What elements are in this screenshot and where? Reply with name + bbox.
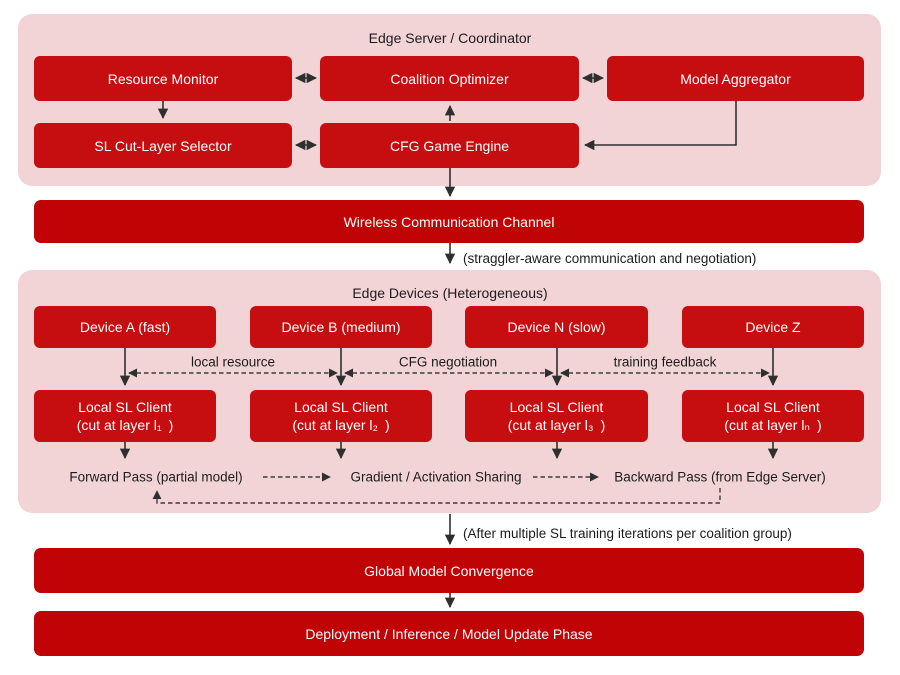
link-label-local-resource: local resource — [190, 354, 276, 370]
edge-server-title: Edge Server / Coordinator — [368, 30, 532, 46]
node-device-b: Device B (medium) — [250, 306, 432, 348]
sl-client-1-line2: (cut at layer l₁ ) — [76, 417, 174, 433]
iteration-note: (After multiple SL training iterations p… — [463, 526, 792, 541]
node-model-aggregator: Model Aggregator — [607, 56, 864, 101]
link-label-training-feedback: training feedback — [613, 354, 717, 370]
node-device-z: Device Z — [682, 306, 864, 348]
sl-client-4-line2: (cut at layer lₙ ) — [724, 417, 822, 433]
node-coalition-optimizer: Coalition Optimizer — [320, 56, 579, 101]
flow-label-forward-pass: Forward Pass (partial model) — [69, 469, 243, 485]
sl-client-3-line1: Local SL Client — [509, 399, 604, 415]
edge-devices-title: Edge Devices (Heterogeneous) — [352, 285, 548, 301]
node-sl-client-3: Local SL Client (cut at layer l₃ ) — [465, 390, 648, 442]
flow-label-backward-pass: Backward Pass (from Edge Server) — [614, 469, 826, 485]
node-device-a: Device A (fast) — [34, 306, 216, 348]
sl-client-4-line1: Local SL Client — [726, 399, 820, 415]
sl-client-1-line1: Local SL Client — [78, 399, 172, 415]
node-sl-cut-layer-selector: SL Cut-Layer Selector — [34, 123, 292, 168]
sl-client-3-line2: (cut at layer l₃ ) — [507, 417, 606, 433]
node-sl-client-4: Local SL Client (cut at layer lₙ ) — [682, 390, 864, 442]
sl-client-2-line2: (cut at layer l₂ ) — [292, 417, 390, 433]
node-device-n: Device N (slow) — [465, 306, 648, 348]
node-sl-client-1: Local SL Client (cut at layer l₁ ) — [34, 390, 216, 442]
bar-deployment-phase: Deployment / Inference / Model Update Ph… — [34, 611, 864, 656]
straggler-note: (straggler-aware communication and negot… — [463, 251, 757, 266]
sl-client-2-line1: Local SL Client — [294, 399, 388, 415]
bar-wireless-channel: Wireless Communication Channel — [34, 200, 864, 243]
link-label-cfg-negotiation: CFG negotiation — [398, 354, 498, 370]
bar-global-convergence: Global Model Convergence — [34, 548, 864, 593]
flow-label-gradient-sharing: Gradient / Activation Sharing — [350, 469, 522, 485]
node-resource-monitor: Resource Monitor — [34, 56, 292, 101]
node-sl-client-2: Local SL Client (cut at layer l₂ ) — [250, 390, 432, 442]
node-cfg-game-engine: CFG Game Engine — [320, 123, 579, 168]
